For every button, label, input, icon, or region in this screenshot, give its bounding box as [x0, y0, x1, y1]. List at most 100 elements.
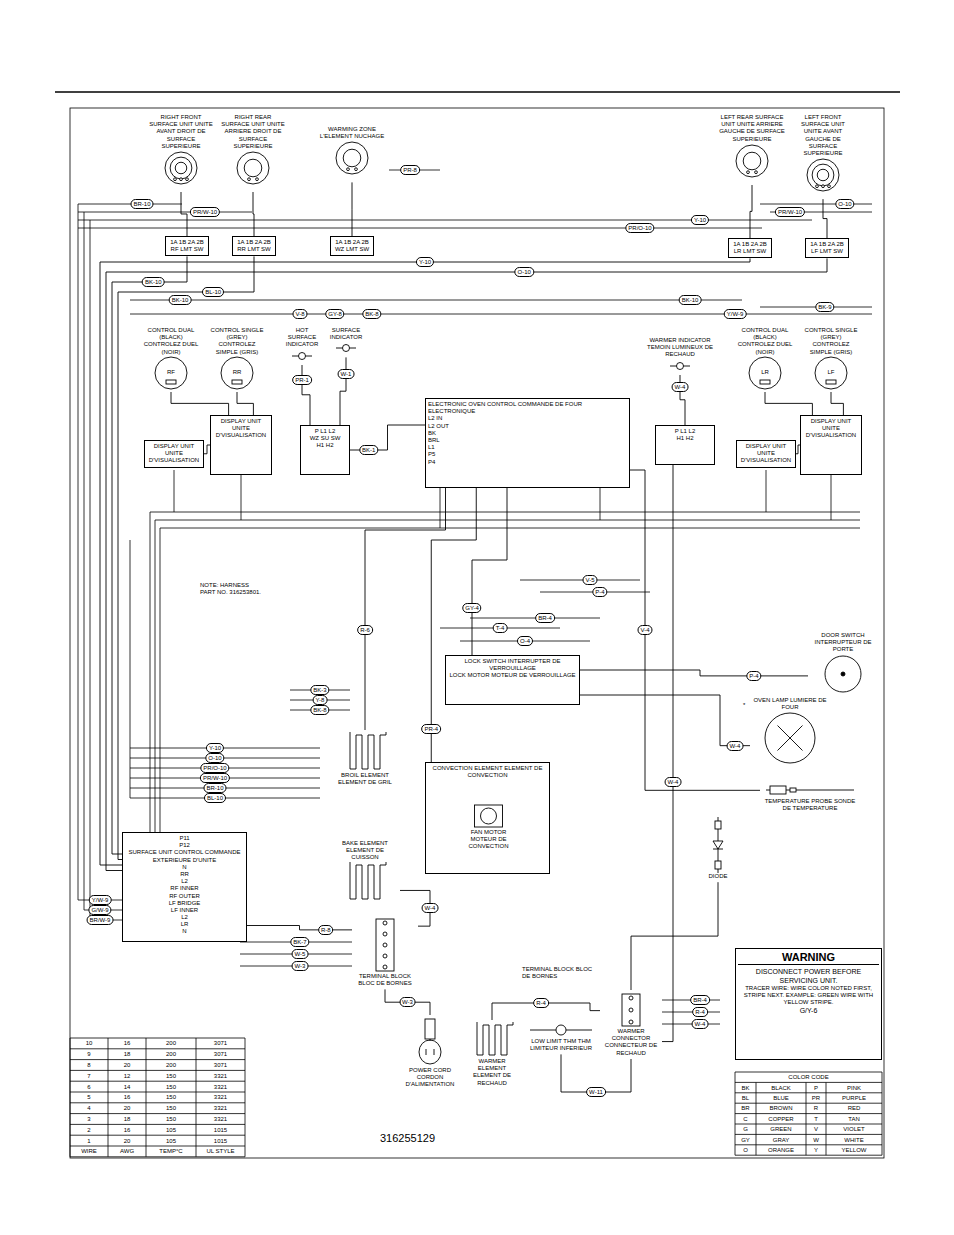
- node-text: WZ SU SW: [303, 435, 347, 442]
- table-rule: [196, 1038, 197, 1157]
- node-text: LR: [761, 369, 769, 376]
- wire-table-cell: 1015: [214, 1127, 227, 1133]
- wire-table-cell: 3071: [214, 1040, 227, 1046]
- node-text: N: [125, 928, 244, 935]
- table-rule: [735, 1155, 882, 1156]
- wire-tag: P-4: [592, 587, 607, 597]
- node-text: POWER CORD CORDON D'ALIMENTATION: [402, 1067, 458, 1089]
- lamp-symbol: [328, 341, 364, 355]
- table-rule: [70, 1146, 245, 1147]
- node-text: CONTROL SINGLE (GREY) CONTROLEZ SIMPLE (…: [208, 327, 266, 356]
- wire-table-cell: 14: [124, 1084, 131, 1090]
- node-text: LF LMT SW: [808, 248, 846, 255]
- warmer-wires: [655, 1000, 720, 1024]
- limit-switch: 1A 1B 2A 2BLR LMT SW: [728, 238, 772, 258]
- color-code-cell: T: [814, 1116, 818, 1122]
- node-text: N: [125, 864, 244, 871]
- node-text: LR LMT SW: [731, 248, 769, 255]
- node-text: RIGHT FRONT SURFACE UNIT UNITE AVANT DRO…: [148, 114, 214, 150]
- switch-box: P L1 L2WZ SU SWH1 H2: [300, 425, 350, 475]
- node-text: LEFT REAR SURFACE UNIT UNITE ARRIERE GAU…: [717, 114, 787, 143]
- coil2-symbol: [717, 143, 787, 183]
- table-rule: [70, 1048, 245, 1049]
- note-text: 316255129: [380, 1132, 480, 1145]
- indicator-lamp: HOT SURFACE INDICATOR: [282, 325, 322, 365]
- table-rule: [735, 1082, 882, 1083]
- wire-table-cell: 150: [166, 1105, 176, 1111]
- wire-tag: BK-3: [310, 685, 329, 695]
- harness-wires: [130, 540, 320, 798]
- table-rule: [735, 1092, 882, 1093]
- color-code-cell: GY: [741, 1137, 750, 1143]
- wire-connector: [472, 488, 507, 655]
- wire-connector: [340, 357, 346, 425]
- color-code-cell: Y: [814, 1147, 818, 1153]
- tblock-symbol: [602, 992, 660, 1028]
- wire-connector: [680, 375, 685, 425]
- wire-tag: W-3: [292, 961, 309, 971]
- node-text: ELECTRONIC OVEN CONTROL COMMANDE DE FOUR…: [428, 401, 627, 415]
- symbol-area: [792, 157, 854, 197]
- node-text: L2 OUT: [428, 423, 627, 430]
- wire-tag: W-3: [399, 997, 416, 1007]
- table-rule: [806, 1082, 807, 1155]
- wire-table-cell: 3321: [214, 1116, 227, 1122]
- wire-table-cell: 3321: [214, 1094, 227, 1100]
- wire-table-cell: AWG: [120, 1148, 134, 1154]
- wire-tag: BK-1: [359, 445, 378, 455]
- wire-tag: BR-10: [130, 199, 153, 209]
- color-code-cell: BL: [742, 1095, 749, 1101]
- node-text: TRACER WIRE: WIRE COLOR NOTED FIRST, STR…: [738, 985, 879, 1007]
- color-code-cell: W: [813, 1137, 819, 1143]
- wire-table-cell: 20: [124, 1062, 131, 1068]
- wire-table-cell: 105: [166, 1127, 176, 1133]
- symbol-area: [317, 140, 387, 180]
- color-code-cell: ORANGE: [768, 1147, 794, 1153]
- node-text: 1A 1B 2A 2B: [333, 239, 371, 246]
- bus-wires: [78, 204, 872, 228]
- wire-tag: GY-8: [325, 309, 344, 319]
- node-text: BRL: [428, 437, 627, 444]
- wire-connector: [831, 392, 843, 415]
- lock-assembly: LOCK SWITCH INTERRUPTER DE VERROUILLAGEL…: [445, 655, 580, 705]
- node-text: DISPLAY UNIT UNITE D'VISUALISATION: [803, 418, 859, 440]
- node-text: TERMINAL BLOCK BLOC DE BORNES: [354, 973, 416, 987]
- color-code-cell: P: [814, 1085, 818, 1091]
- symbol-area: [354, 917, 416, 973]
- wire-connector: [171, 392, 229, 415]
- heating-element: BROIL ELEMENT ELEMENT DE GRIL: [330, 730, 400, 788]
- table-rule: [70, 1070, 245, 1071]
- color-code-cell: BROWN: [770, 1105, 793, 1111]
- node-text: LF INNER: [125, 907, 244, 914]
- node-text: 1A 1B 2A 2B: [168, 239, 206, 246]
- node-text: DISPLAY UNIT UNITE D'VISUALISATION: [147, 443, 201, 465]
- coil2-symbol: [317, 140, 387, 180]
- symbol-area: [464, 1022, 520, 1058]
- display-unit: DISPLAY UNIT UNITE D'VISUALISATION: [210, 415, 272, 475]
- table-rule: [70, 1081, 245, 1082]
- color-code-cell: BK: [741, 1085, 749, 1091]
- diode: DIODE: [695, 815, 741, 882]
- wire-table-cell: 3321: [214, 1105, 227, 1111]
- wire-connector: [302, 365, 310, 425]
- wire-tag: O-10: [835, 199, 854, 209]
- symbol-area: [697, 817, 739, 873]
- table-rule: [70, 1102, 245, 1103]
- wire-tag: PR-1: [292, 375, 312, 385]
- table-rule: [735, 1113, 882, 1114]
- node-text: 1A 1B 2A 2B: [808, 241, 846, 248]
- wire-connector: [630, 470, 760, 790]
- color-code-cell: BLACK: [771, 1085, 791, 1091]
- wire-tag: BK-10: [142, 277, 165, 287]
- node-text: DISPLAY UNIT UNITE D'VISUALISATION: [739, 443, 793, 465]
- wire-connector: [237, 392, 253, 415]
- node-text: RR: [125, 871, 244, 878]
- limit-switch: 1A 1B 2A 2BLF LMT SW: [805, 238, 849, 258]
- symbol-area: [220, 150, 286, 190]
- limit-switch: 1A 1B 2A 2BRF LMT SW: [165, 236, 209, 256]
- wire-table-cell: 20: [124, 1105, 131, 1111]
- node-text: HOT SURFACE INDICATOR: [284, 327, 320, 349]
- color-code-cell: R: [814, 1105, 818, 1111]
- node-text: L2: [125, 914, 244, 921]
